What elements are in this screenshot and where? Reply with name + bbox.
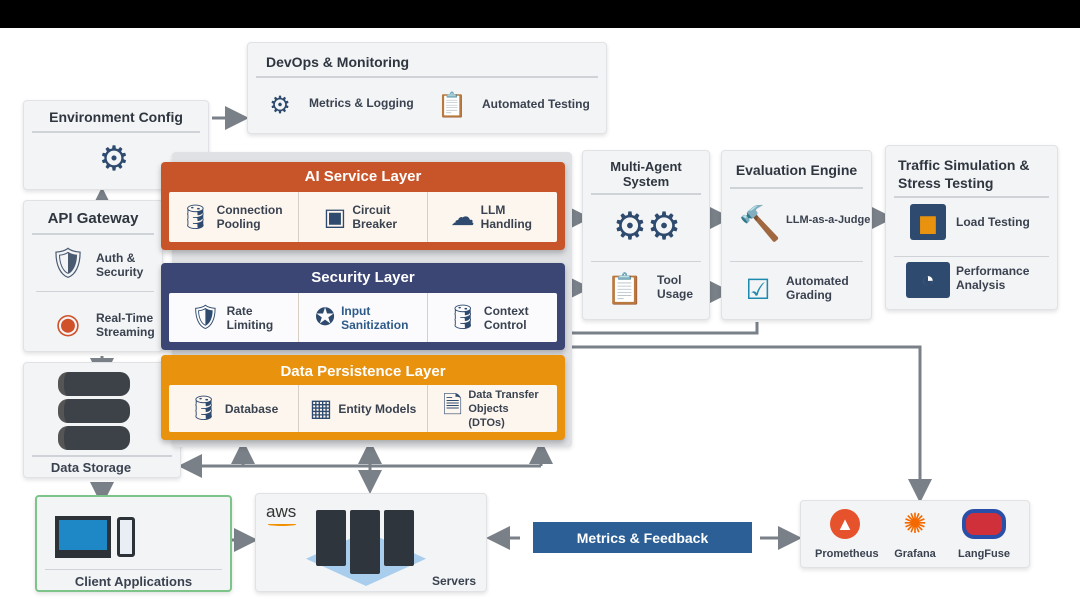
connection-pooling-label: Connection Pooling: [216, 203, 283, 231]
checklist-icon: 📋: [606, 272, 644, 306]
multi-agent-panel: Multi-Agent System ⚙⚙ 📋 Tool Usage: [582, 150, 710, 320]
client-applications-title: Client Applications: [74, 574, 193, 589]
data-storage-title: Data Storage: [50, 460, 132, 475]
automated-testing-label: Automated Testing: [482, 97, 590, 111]
devops-title: DevOps & Monitoring: [266, 54, 410, 70]
aws-smile-icon: [268, 523, 296, 526]
rate-limiting: 🛡Rate Limiting: [169, 293, 299, 342]
api-gateway-title: API Gateway: [47, 210, 139, 227]
bar-chart-icon: ▆: [910, 204, 946, 240]
target-shield-icon: ◉: [55, 307, 81, 339]
api-gateway-panel: API Gateway 🛡 Auth & Security ◉ Real-Tim…: [23, 200, 163, 352]
ai-service-layer-title: AI Service Layer: [304, 168, 422, 185]
cloud-upload-icon: ☁: [450, 203, 475, 231]
grafana-icon: ✺: [903, 508, 927, 539]
context-control-label: Context Control: [483, 303, 529, 332]
gears-icon: ⚙: [98, 140, 130, 178]
data-persistence-layer: Data Persistence Layer 🛢 Database ▦ Entity…: [161, 355, 565, 440]
langfuse-tool: LangFuse: [951, 509, 1017, 561]
entity-models: ▦ Entity Models: [299, 385, 429, 432]
automated-grading-label: Automated Grading: [786, 274, 849, 302]
document-icon: 🗎: [443, 392, 463, 419]
llm-handling: ☁LLM Handling: [428, 192, 557, 242]
security-layer-title: Security Layer: [311, 269, 415, 286]
metrics-feedback-bar: Metrics & Feedback: [533, 522, 752, 553]
input-sanitization-label: Input Sanitization: [341, 303, 409, 332]
prometheus-icon: ▲: [830, 509, 860, 539]
metrics-logging-label: Metrics & Logging: [309, 96, 414, 110]
servers-title: Servers: [431, 574, 476, 588]
clipboard-icon: 📋: [437, 91, 467, 119]
performance-analysis-label: Performance Analysis: [956, 264, 1030, 292]
monitoring-tools-panel: ▲ Prometheus ✺ Grafana LangFuse: [800, 500, 1030, 568]
multi-agent-title: Multi-Agent System: [610, 159, 682, 189]
tool-usage-label: Tool Usage: [657, 273, 694, 301]
shield-check-icon: 🛡: [48, 246, 88, 280]
connection-pooling: 🛢Connection Pooling: [169, 192, 299, 242]
server-stack-icon: [54, 371, 134, 451]
langfuse-icon: [962, 509, 1006, 539]
client-applications-panel[interactable]: Client Applications: [35, 495, 232, 592]
entity-models-label: Entity Models: [338, 401, 417, 416]
environment-config-panel: Environment Config ⚙: [23, 100, 209, 190]
database-icon: 🛢: [447, 304, 478, 331]
devops-monitoring-panel: DevOps & Monitoring ⚙ Metrics & Logging …: [247, 42, 607, 134]
laptop-phone-icon: [55, 511, 135, 563]
circuit-breaker: ▣Circuit Breaker: [299, 192, 429, 242]
data-persistence-layer-title: Data Persistence Layer: [280, 363, 446, 380]
database-icon: 🛢: [180, 203, 211, 231]
head-gear-icon: ⚙⚙: [612, 205, 682, 248]
server-racks: [316, 510, 414, 574]
grafana-label: Grafana: [894, 548, 936, 560]
evaluation-engine-title: Evaluation Engine: [735, 162, 858, 178]
circuit-breaker-label: Circuit Breaker: [352, 203, 398, 231]
database: 🛢 Database: [169, 385, 299, 432]
database-icon: 🛢: [188, 395, 219, 422]
evaluation-engine-panel: Evaluation Engine 🔨 LLM-as-a-Judge ☑ Aut…: [721, 150, 872, 320]
prometheus-label: Prometheus: [815, 548, 879, 560]
filter-icon: ✪: [314, 304, 336, 331]
llm-as-a-judge-label: LLM-as-a-Judge: [786, 214, 871, 226]
servers-panel: aws Servers: [255, 493, 487, 592]
real-time-streaming-label: Real-Time Streaming: [96, 311, 155, 339]
input-sanitization: ✪Input Sanitization: [299, 293, 429, 342]
clipboard-check-icon: ☑: [745, 273, 771, 305]
dtos: 🗎Data Transfer Objects (DTOs): [428, 385, 557, 432]
grafana-tool: ✺ Grafana: [887, 509, 943, 561]
data-storage-panel: Data Storage: [23, 362, 181, 478]
database-label: Database: [224, 401, 279, 416]
environment-config-title: Environment Config: [49, 109, 183, 125]
security-layer: Security Layer 🛡Rate Limiting ✪Input San…: [161, 263, 565, 350]
aws-logo: aws: [266, 502, 297, 521]
llm-handling-label: LLM Handling: [480, 203, 532, 231]
circuit-icon: ▣: [323, 203, 347, 231]
gavel-icon: 🔨: [738, 205, 782, 243]
traffic-simulation-panel: Traffic Simulation & Stress Testing ▆ Lo…: [885, 145, 1058, 310]
context-control: 🛢Context Control: [428, 293, 557, 342]
rate-limiting-label: Rate Limiting: [226, 303, 274, 332]
gauge-icon: ◔: [906, 262, 950, 298]
traffic-simulation-title: Traffic Simulation & Stress Testing: [898, 157, 1030, 191]
top-bar: [0, 0, 1080, 28]
dtos-label: Data Transfer Objects (DTOs): [468, 388, 539, 429]
ai-service-layer: AI Service Layer 🛢Connection Pooling ▣Ci…: [161, 162, 565, 250]
prometheus-tool: ▲ Prometheus: [815, 509, 879, 561]
auth-security-label: Auth & Security: [96, 251, 144, 279]
shield-icon: 🛡: [190, 304, 221, 331]
grid-check-icon: ▦: [309, 395, 333, 422]
gear-wrench-icon: ⚙: [269, 91, 291, 119]
load-testing-label: Load Testing: [956, 215, 1030, 229]
langfuse-label: LangFuse: [958, 548, 1010, 560]
